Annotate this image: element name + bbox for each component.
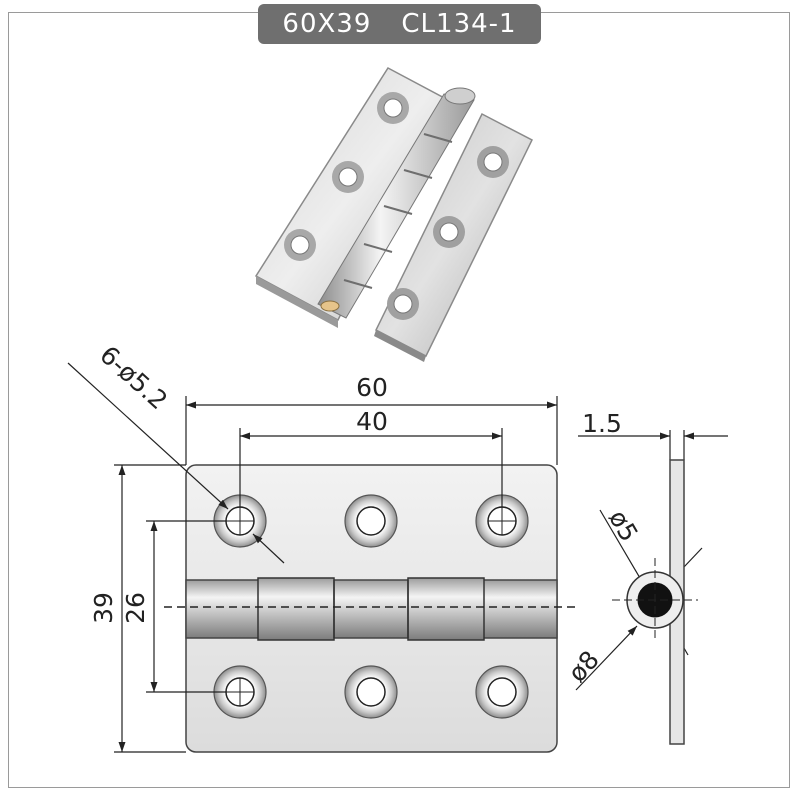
photo-hole	[284, 229, 316, 261]
hinge-side-view	[612, 459, 698, 745]
title-code: CL134-1	[401, 9, 517, 39]
countersunk-hole	[344, 494, 398, 548]
dim-knuckle-diameter: ø8	[562, 645, 604, 688]
dim-thickness: 1.5	[582, 409, 622, 438]
dim-hole-spacing-y: 26	[121, 592, 150, 624]
dim-overall-width: 60	[356, 373, 388, 402]
countersunk-hole	[475, 665, 529, 719]
title-badge: 60X39 CL134-1	[258, 4, 541, 44]
countersunk-hole	[344, 665, 398, 719]
photo-hole	[332, 161, 364, 193]
dim-overall-height: 39	[89, 592, 118, 624]
knuckle-band	[185, 579, 558, 639]
dim-hole-spacing-x: 40	[356, 407, 388, 436]
photo-hole	[387, 288, 419, 320]
knuckle-segment	[407, 577, 485, 641]
photo-hole	[433, 216, 465, 248]
photo-hole	[477, 146, 509, 178]
hole-crosshairs	[226, 507, 516, 706]
photo-hole	[377, 92, 409, 124]
hinge-photo	[254, 67, 533, 362]
dimension-lines	[67, 362, 728, 753]
title-size: 60X39	[282, 9, 372, 39]
dim-holes: 6-ø5.2	[94, 340, 173, 415]
knuckle-segment	[257, 577, 335, 641]
dim-pin-diameter: ø5	[603, 505, 644, 547]
hinge-front-view	[164, 464, 580, 753]
